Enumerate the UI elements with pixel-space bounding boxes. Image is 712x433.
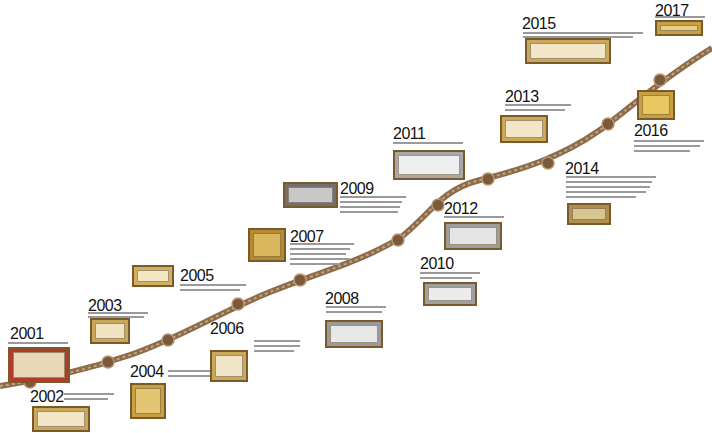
award-entry: 2009 <box>340 180 374 197</box>
certificate-plaque <box>444 222 502 250</box>
award-entry: 2007 <box>290 228 324 245</box>
certificate-plaque <box>655 20 703 36</box>
description-lines <box>8 16 705 400</box>
year-label: 2012 <box>444 200 478 217</box>
year-label: 2009 <box>340 180 374 197</box>
plaque-face <box>642 95 670 115</box>
certificate-plaque <box>567 203 611 225</box>
year-label: 2002 <box>30 388 64 405</box>
certificate-plaque <box>130 383 166 419</box>
plaque-face <box>505 120 543 138</box>
award-entry: 2010 <box>420 255 454 272</box>
certificate-plaque <box>248 228 286 262</box>
year-label: 2013 <box>505 88 539 105</box>
year-label: 2016 <box>634 122 668 139</box>
award-entry: 2011 <box>393 125 425 142</box>
award-entry: 2017 <box>655 2 689 19</box>
year-label: 2007 <box>290 228 324 245</box>
award-entry: 2001 <box>10 325 44 342</box>
plaque-face <box>288 187 333 203</box>
year-label: 2003 <box>88 297 122 314</box>
plaque-face <box>135 388 161 414</box>
certificate-plaque <box>8 347 70 383</box>
plaque-face <box>660 25 698 31</box>
certificate-plaque <box>90 318 130 344</box>
year-label: 2006 <box>210 320 244 337</box>
award-entry: 2003 <box>88 297 122 314</box>
certificate-plaque <box>393 150 465 180</box>
rope <box>0 48 712 386</box>
plaque-face <box>530 43 606 59</box>
award-entry: 2014 <box>565 160 599 177</box>
year-label: 2017 <box>655 2 689 19</box>
award-entry: 2004 <box>130 363 164 380</box>
year-label: 2005 <box>180 267 214 284</box>
award-entry: 2005 <box>180 267 214 284</box>
year-label: 2008 <box>325 290 359 307</box>
award-entry: 2013 <box>505 88 539 105</box>
plaque-face <box>137 270 169 282</box>
year-label: 2010 <box>420 255 454 272</box>
plaque-face <box>37 411 85 427</box>
plaque-face <box>253 233 281 257</box>
year-label: 2014 <box>565 160 599 177</box>
certificate-plaque <box>32 406 90 432</box>
award-entry: 2015 <box>522 15 556 32</box>
certificate-plaque <box>637 90 675 120</box>
award-entry: 2002 <box>30 388 64 405</box>
plaque-face <box>13 352 65 378</box>
certificate-plaque <box>423 282 477 306</box>
certificate-plaque <box>132 265 174 287</box>
plaque-face <box>428 287 472 301</box>
award-entry: 2016 <box>634 122 668 139</box>
year-label: 2004 <box>130 363 164 380</box>
plaque-face <box>398 155 460 175</box>
certificate-plaque <box>500 115 548 143</box>
plaque-face <box>572 208 606 220</box>
rope-knots <box>24 74 666 388</box>
rope-strand <box>0 48 712 386</box>
plaque-face <box>95 323 125 339</box>
award-entry: 2006 <box>210 320 244 337</box>
year-label: 2001 <box>10 325 44 342</box>
year-label: 2011 <box>393 125 425 142</box>
award-entry: 2008 <box>325 290 359 307</box>
award-entry: 2012 <box>444 200 478 217</box>
year-label: 2015 <box>522 15 556 32</box>
certificate-plaque <box>283 182 338 208</box>
plaque-face <box>215 355 243 377</box>
certificate-plaque <box>210 350 248 382</box>
certificate-plaque <box>325 320 383 348</box>
certificate-plaque <box>525 38 611 64</box>
plaque-face <box>330 325 378 343</box>
plaque-face <box>449 227 497 245</box>
